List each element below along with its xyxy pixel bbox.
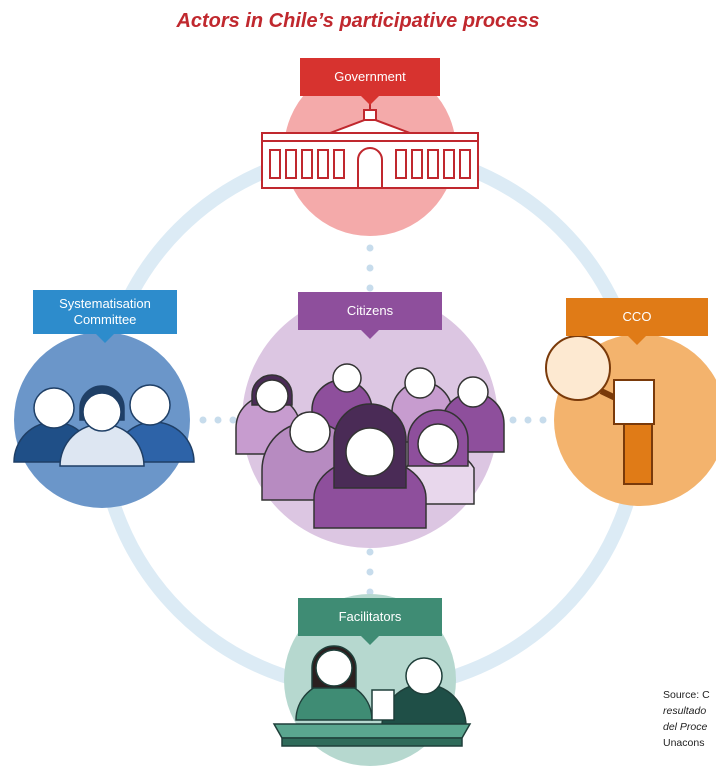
facilitators-icon [272,645,472,747]
committee-members-icon [13,384,195,467]
government-label-text: Government [334,69,406,84]
cco-label: CCO [566,298,708,345]
source-line-4: Unacons [663,737,705,749]
systematisation-label-text: Systematisation Committee [59,296,151,327]
diagram-title: Actors in Chile’s participative process [176,10,540,32]
citizens-label: Citizens [298,292,442,339]
systematisation-label: Systematisation Committee [33,290,177,343]
cco-label-text: CCO [622,309,652,324]
government-label: Government [300,58,440,105]
source-line-3: del Proce [663,721,708,733]
source-note: Source: C resultado del Proce Unacons [663,687,710,751]
citizens-group-icon [235,363,505,529]
magnifier-hand-icon [545,335,655,485]
government-building-icon [261,100,479,189]
dotted-connectors [199,244,547,596]
facilitators-label-text: Facilitators [338,609,402,624]
citizens-label-text: Citizens [346,303,394,318]
source-line-1: Source: C [663,689,710,701]
facilitators-label: Facilitators [298,598,442,645]
source-line-2: resultado [663,705,707,717]
